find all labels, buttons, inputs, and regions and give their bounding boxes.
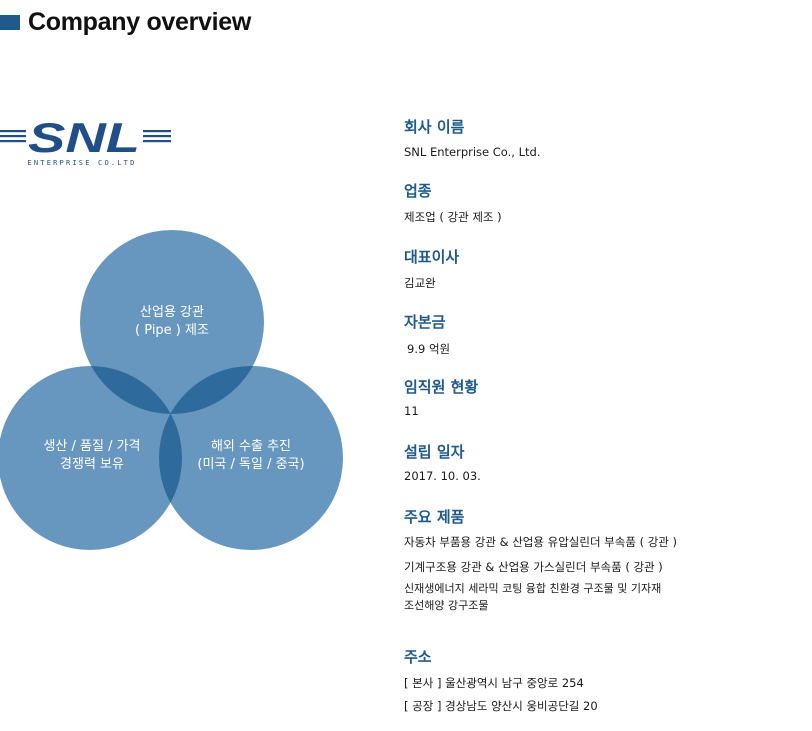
venn-diagram: 산업용 강관 ( Pipe ) 제조 생산 / 품질 / 가격 경쟁력 보유 해… [0, 228, 345, 553]
venn-circle-top [80, 230, 264, 414]
capital-heading: 자본금 [404, 313, 446, 331]
logo-mark: SNL [28, 116, 140, 161]
address-item: [ 공장 ] 경상남도 양산시 웅비공단길 20 [404, 699, 598, 713]
address-item: [ 본사 ] 울산광역시 남구 중앙로 254 [404, 676, 584, 690]
venn-label-line: 생산 / 품질 / 가격 [43, 439, 141, 454]
product-item: 신재생에너지 세라믹 코팅 융합 친환경 구조물 및 기자재 [404, 582, 662, 595]
logo-stripe-right-2 [143, 135, 171, 138]
logo-stripe-left-2 [0, 135, 26, 138]
page-header: Company overview [0, 6, 251, 38]
industry-heading: 업종 [404, 182, 432, 200]
founded-value: 2017. 10. 03. [404, 469, 481, 483]
company-name-heading: 회사 이름 [404, 118, 465, 136]
product-item: 기계구조용 강관 & 산업용 가스실린더 부속품 ( 강관 ) [404, 560, 663, 574]
product-item: 자동차 부품용 강관 & 산업용 유압실린더 부속품 ( 강관 ) [404, 535, 678, 549]
venn-label-left: 생산 / 품질 / 가격 경쟁력 보유 [43, 438, 140, 474]
logo-stripe-left-1 [0, 130, 26, 133]
founded-heading: 설립 일자 [404, 443, 465, 461]
industry-value: 제조업 ( 강관 제조 ) [404, 210, 502, 224]
logo-stripe-right-3 [143, 140, 171, 143]
venn-label-right: 해외 수출 추진 (미국 / 독일 / 중국) [197, 438, 304, 474]
logo-stripe-right-1 [143, 130, 171, 133]
logo-tagline: ENTERPRISE CO.LTD [27, 159, 136, 167]
products-heading: 주요 제품 [404, 508, 465, 526]
venn-circle-left [0, 366, 182, 550]
logo-stripe-left-3 [0, 140, 26, 143]
venn-label-top: 산업용 강관 ( Pipe ) 제조 [135, 304, 209, 340]
venn-label-line: ( Pipe ) 제조 [135, 323, 209, 338]
capital-value: 9.9 억원 [407, 342, 451, 356]
page-title: Company overview [28, 7, 252, 36]
venn-label-line: 경쟁력 보유 [60, 457, 124, 472]
company-logo: SNL ENTERPRISE CO.LTD [0, 116, 171, 167]
employees-heading: 임직원 현황 [404, 378, 479, 396]
venn-circle-right [159, 366, 343, 550]
venn-label-line: 산업용 강관 [140, 305, 204, 320]
header-accent-mark [0, 14, 20, 30]
employees-value: 11 [404, 404, 419, 418]
venn-graphic [0, 230, 343, 550]
address-heading: 주소 [404, 648, 432, 666]
product-item: 조선해양 강구조물 [404, 599, 489, 612]
company-name-value: SNL Enterprise Co., Ltd. [404, 145, 541, 159]
venn-label-line: (미국 / 독일 / 중국) [197, 457, 305, 472]
venn-label-line: 해외 수출 추진 [210, 439, 292, 454]
ceo-value: 김교완 [404, 276, 436, 290]
ceo-heading: 대표이사 [404, 248, 460, 266]
